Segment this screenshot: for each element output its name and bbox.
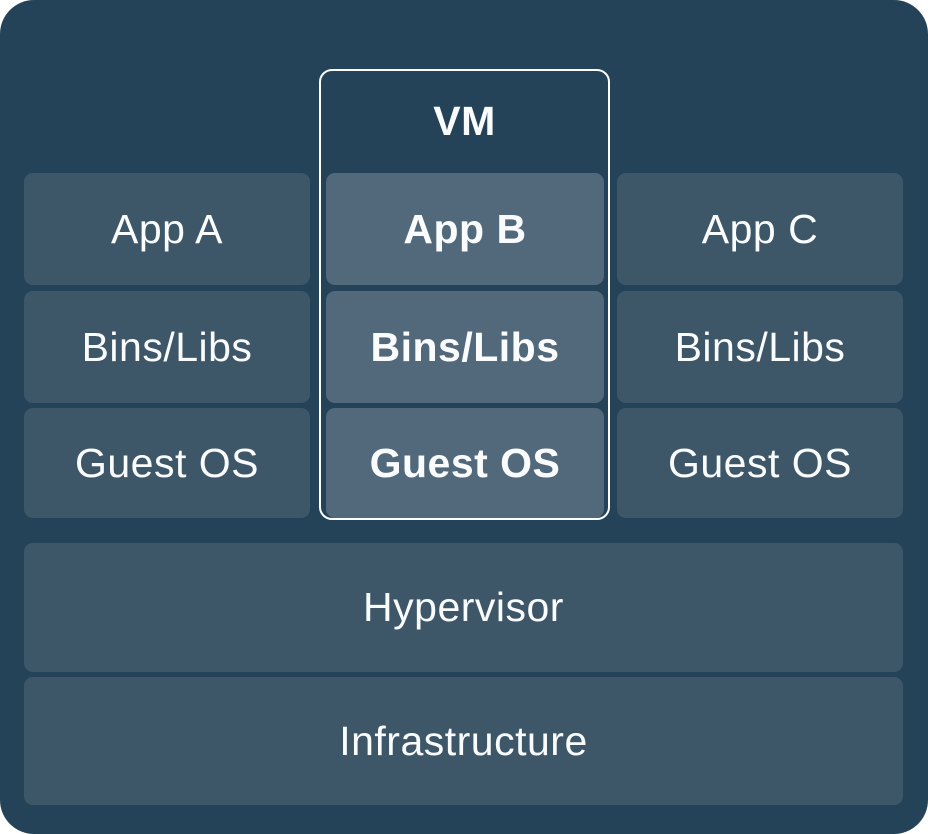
- vm-boundary-outline: [319, 69, 610, 520]
- box-app-c: App C: [617, 173, 903, 285]
- box-hypervisor: Hypervisor: [24, 543, 903, 672]
- box-bins-libs-right: Bins/Libs: [617, 291, 903, 403]
- box-guest-os-vm: Guest OS: [326, 408, 604, 518]
- box-bins-libs-vm: Bins/Libs: [326, 291, 604, 403]
- box-app-a: App A: [24, 173, 310, 285]
- vm-label: VM: [433, 97, 496, 144]
- box-guest-os-right: Guest OS: [617, 408, 903, 518]
- box-bins-libs-left: Bins/Libs: [24, 291, 310, 403]
- box-infrastructure: Infrastructure: [24, 677, 903, 805]
- box-app-b: App B: [326, 173, 604, 285]
- box-guest-os-left: Guest OS: [24, 408, 310, 518]
